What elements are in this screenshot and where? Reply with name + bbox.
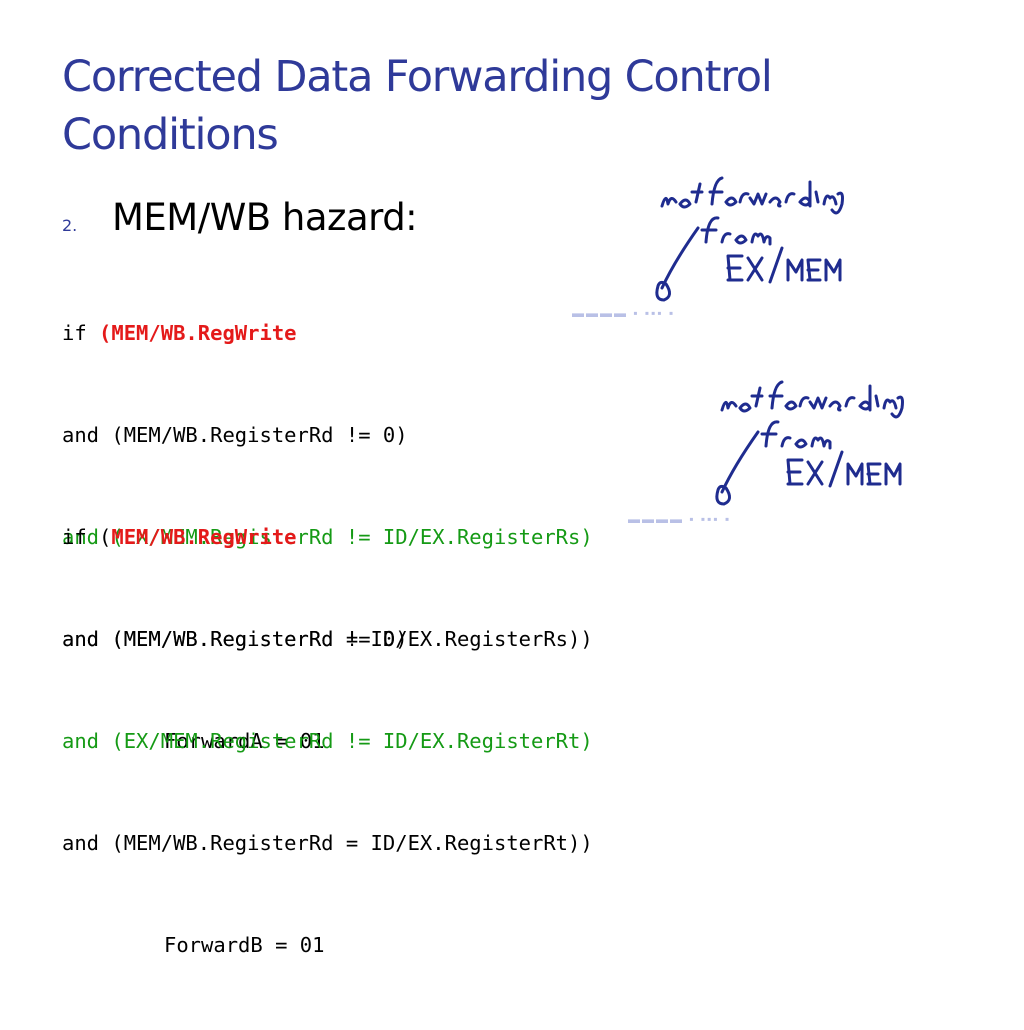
code-line-highlight: and (EX/MEM.RegisterRd != ID/EX.Register… — [62, 525, 593, 549]
code-block-forward-a: if (MEM/WB.RegWrite and (MEM/WB.Register… — [62, 248, 593, 826]
faint-text-remnant: ▬▬▬▬ ▪ ▪▪▪ ▪ — [572, 306, 676, 320]
slide-title: Corrected Data Forwarding Control Condit… — [62, 52, 773, 160]
forward-assignment: ForwardB = 01 — [164, 933, 325, 957]
bullet-text: MEM/WB hazard: — [112, 196, 418, 239]
handwritten-annotation — [700, 372, 910, 522]
slide: Corrected Data Forwarding Control Condit… — [62, 52, 910, 957]
if-keyword: if ( — [62, 525, 112, 549]
code-line: and (MEM/WB.RegisterRd = ID/EX.RegisterR… — [62, 627, 593, 651]
bullet-number: 2. — [62, 216, 78, 235]
code-line: and (MEM/WB.RegisterRd = ID/EX.RegisterR… — [62, 831, 593, 855]
code-line: and (MEM/WB.RegisterRd != 0) — [62, 423, 408, 447]
forward-assignment: ForwardA = 01 — [164, 729, 325, 753]
code-line: if (MEM/WB.RegWrite — [62, 520, 593, 554]
code-block-forward-b: if (MEM/WB.RegWrite and (MEM/WB.Register… — [62, 452, 593, 1030]
faint-text-remnant: ▬▬▬▬ ▪ ▪▪▪ ▪ — [628, 512, 732, 526]
handwriting-scribble-icon — [715, 380, 904, 506]
handwriting-scribble-icon — [655, 176, 844, 302]
regwrite-condition: (MEM/WB.RegWrite — [99, 321, 297, 345]
code-line: if (MEM/WB.RegWrite — [62, 316, 593, 350]
if-keyword: if — [62, 321, 100, 345]
code-line-highlight: and (EX/MEM.RegisterRd != ID/EX.Register… — [62, 729, 593, 753]
regwrite-condition: MEM/WB.RegWrite — [111, 525, 297, 549]
code-line: and (MEM/WB.RegisterRd != 0) — [62, 627, 408, 651]
handwritten-annotation — [640, 168, 850, 318]
